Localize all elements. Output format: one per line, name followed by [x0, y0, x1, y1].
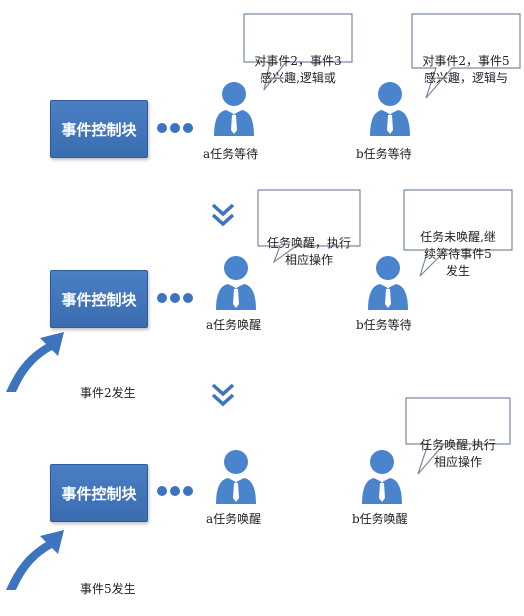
- event-control-block-2: 事件控制块: [50, 270, 148, 328]
- event-control-block-3: 事件控制块: [50, 464, 148, 522]
- bubble-text: 任务唤醒,执行 相应操作: [420, 438, 496, 469]
- bubble-text: 对事件2，事件5 感兴趣，逻辑与: [422, 54, 510, 85]
- chevron-down-icon: [211, 383, 235, 407]
- task-a-status-stage2: a任务唤醒: [206, 318, 262, 332]
- event-control-block-1: 事件控制块: [50, 100, 148, 158]
- person-icon-task-b-stage1: [370, 82, 410, 136]
- person-icon-task-a-stage2: [216, 256, 256, 310]
- task-a-status-stage3: a任务唤醒: [206, 512, 262, 526]
- task-b-status-stage2: b任务等待: [356, 318, 412, 332]
- event-arrow-icon-stage2: [6, 332, 64, 392]
- speech-bubble-task-b-stage2: 任务未唤醒,继 续等待事件5 发生: [402, 188, 514, 278]
- event-control-block-label: 事件控制块: [61, 484, 137, 503]
- task-a-status-stage1: a任务等待: [203, 147, 259, 161]
- event-5-occurred-label: 事件5发生: [80, 582, 136, 596]
- person-icon-task-a-stage3: [216, 450, 256, 504]
- event-2-occurred-label: 事件2发生: [80, 386, 136, 400]
- person-icon-task-b-stage2: [368, 256, 408, 310]
- ellipsis-dots-2: [157, 293, 193, 303]
- person-icon-task-a-stage1: [214, 82, 254, 136]
- speech-bubble-task-a-stage2: 任务唤醒，执行 相应操作: [256, 188, 362, 267]
- event-control-block-label: 事件控制块: [61, 290, 137, 309]
- chevron-down-icon: [211, 203, 235, 227]
- person-icon-task-b-stage3: [362, 450, 402, 504]
- speech-bubble-task-b-stage3: 任务唤醒,执行 相应操作: [404, 396, 512, 475]
- speech-bubble-task-a-stage1: 对事件2，事件3 感兴趣,逻辑或: [242, 12, 354, 91]
- task-b-status-stage3: b任务唤醒: [352, 512, 408, 526]
- ellipsis-dots-1: [157, 123, 193, 133]
- bubble-text: 任务未唤醒,继 续等待事件5 发生: [420, 230, 496, 278]
- speech-bubble-task-b-stage1: 对事件2，事件5 感兴趣，逻辑与: [410, 12, 522, 99]
- bubble-text: 任务唤醒，执行 相应操作: [266, 236, 351, 267]
- event-control-block-label: 事件控制块: [61, 120, 137, 139]
- task-b-status-stage1: b任务等待: [356, 147, 412, 161]
- bubble-text: 对事件2，事件3 感兴趣,逻辑或: [254, 54, 342, 85]
- event-arrow-icon-stage3: [6, 530, 64, 590]
- ellipsis-dots-3: [157, 486, 193, 496]
